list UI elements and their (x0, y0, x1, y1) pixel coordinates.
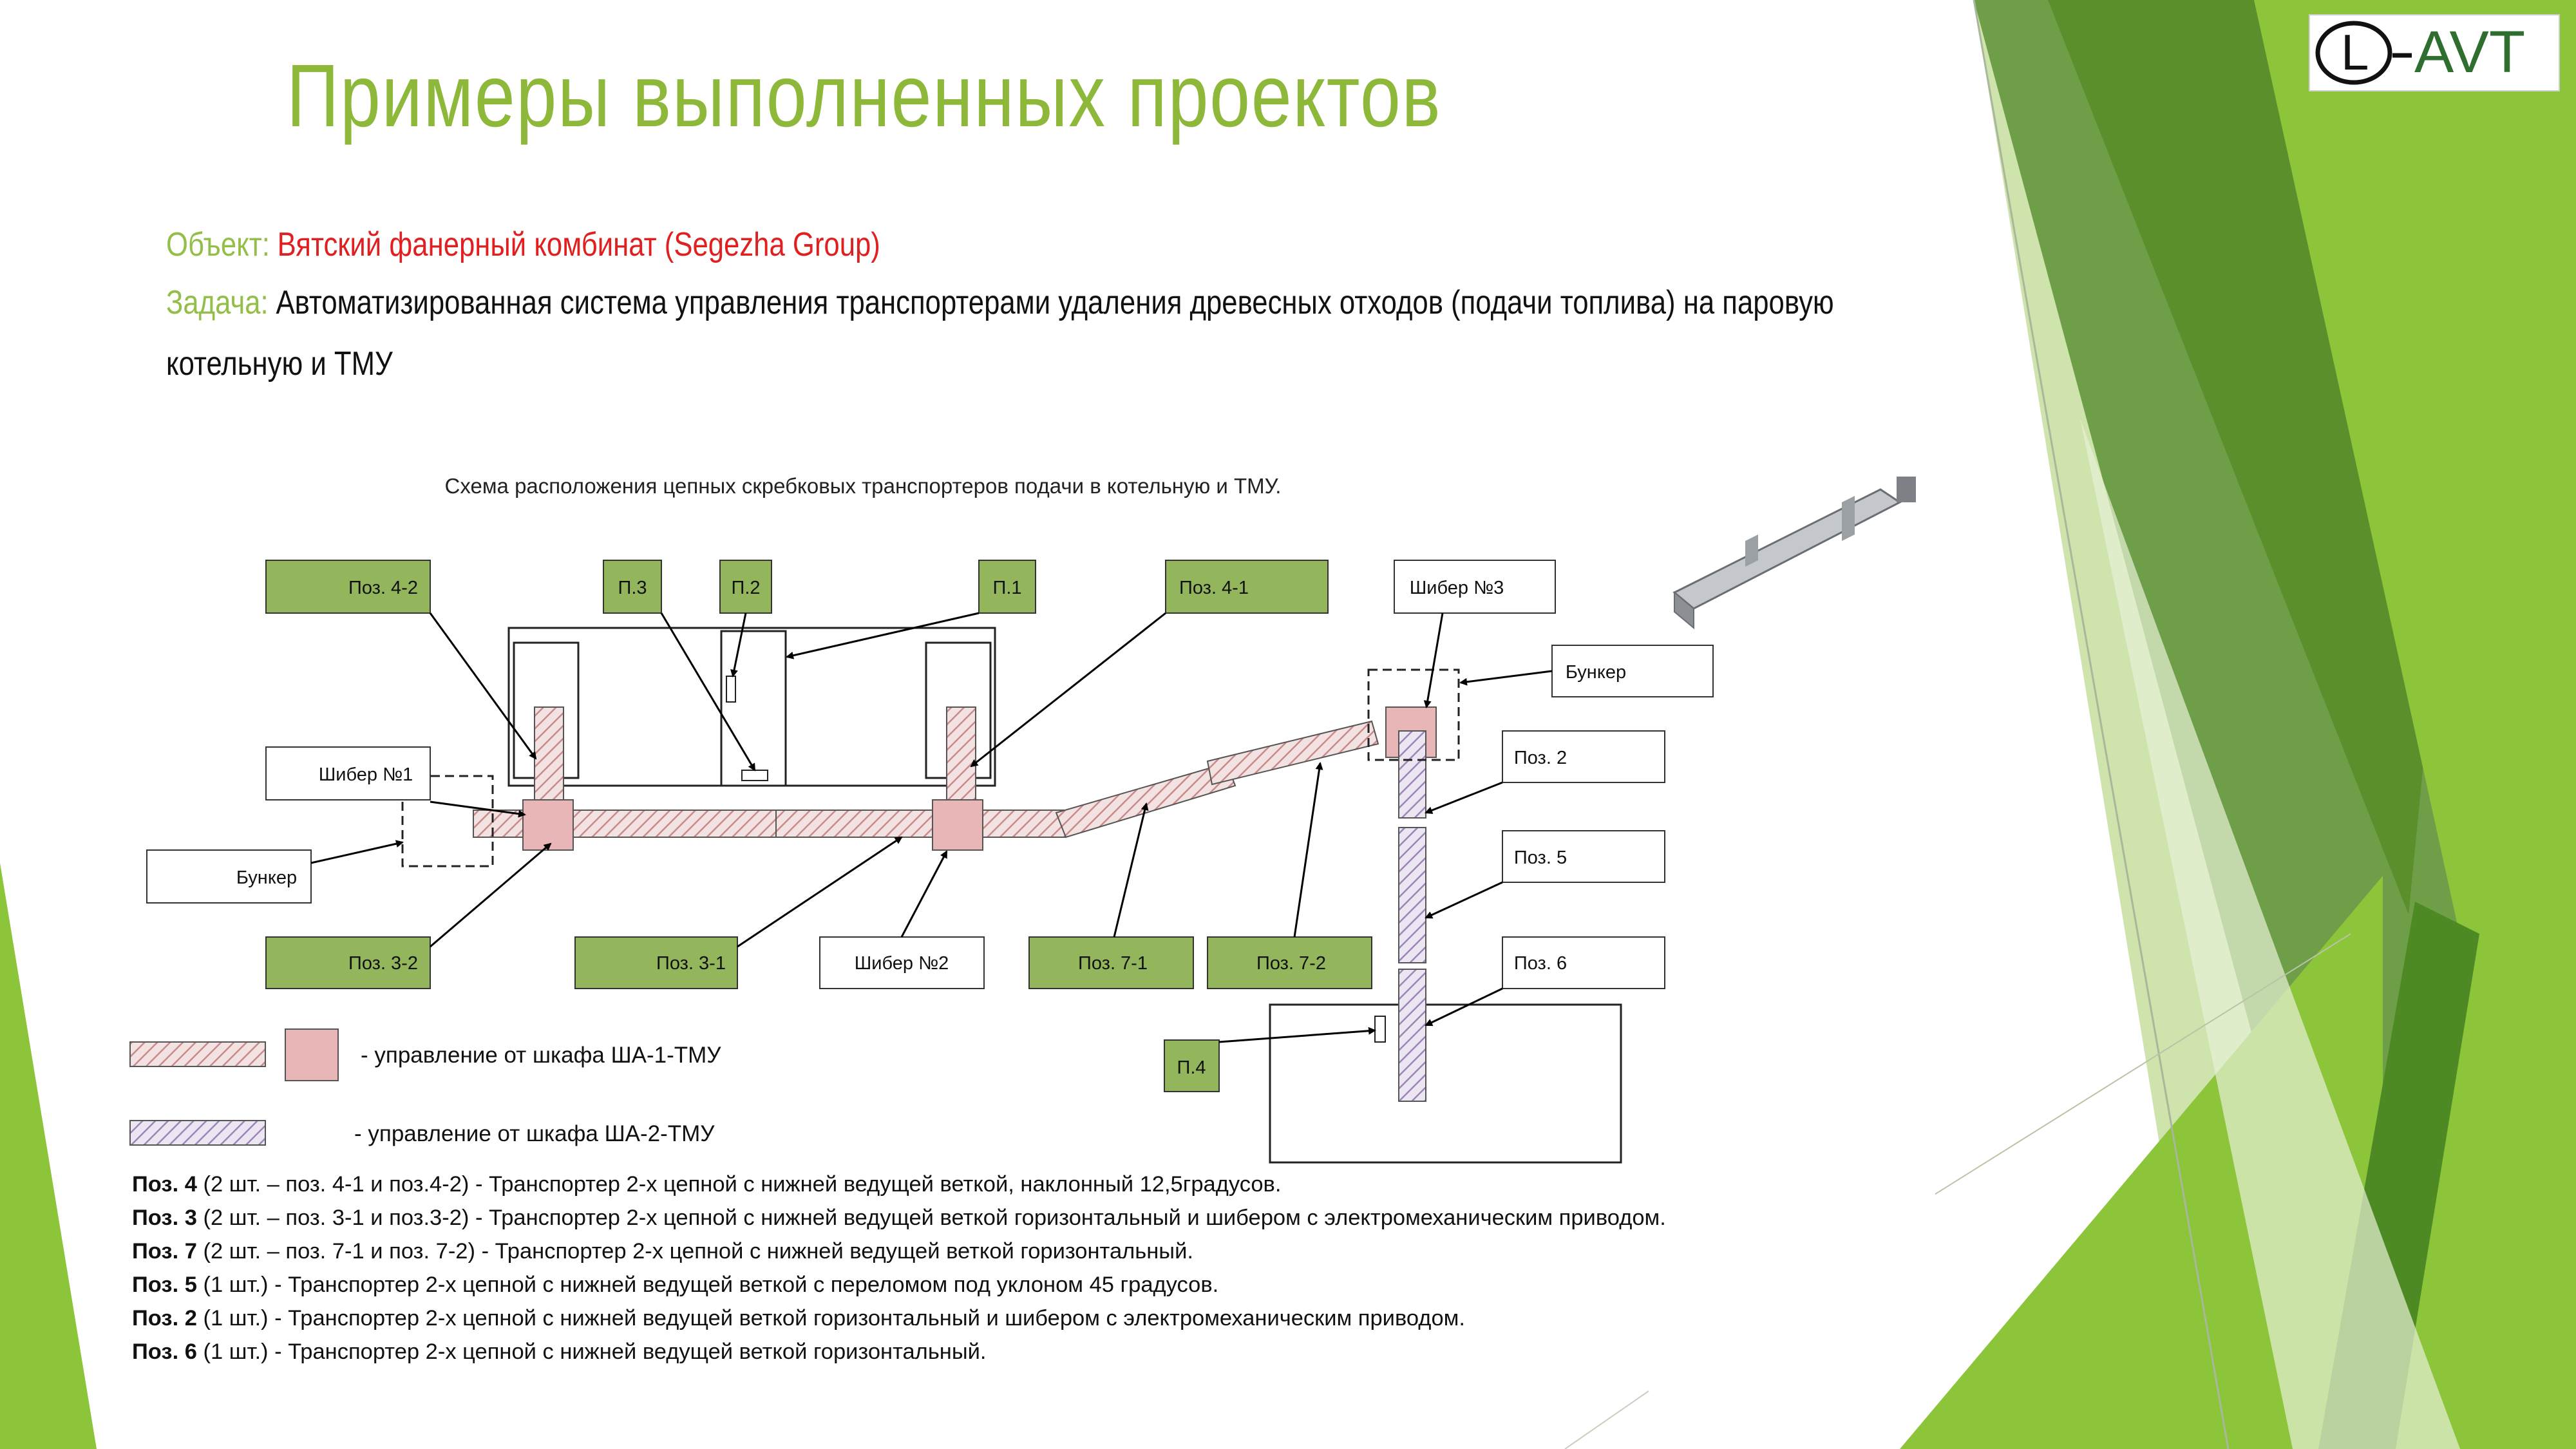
deco-left-wedge (0, 863, 97, 1449)
label-pos3-2: Поз. 3-2 (265, 936, 431, 989)
legend-text-sha2: - управление от шкафа ША-2-ТМУ (354, 1121, 715, 1146)
label-pos3-1: Поз. 3-1 (574, 936, 738, 989)
label-pos2: Поз. 2 (1502, 730, 1665, 783)
diagram-title: Схема расположения цепных скребковых тра… (445, 474, 1282, 498)
deco-lime-band (2254, 0, 2576, 1449)
legend-swatch-sha1 (129, 1041, 266, 1067)
label-pos5: Поз. 5 (1502, 830, 1665, 883)
deco-line (1564, 1390, 1649, 1449)
conveyor-pos7-2 (1206, 720, 1379, 786)
legend-swatch-sha2 (129, 1120, 266, 1146)
deco-pale-wedge (2080, 419, 2460, 1449)
task-line-2: котельную и ТМУ (166, 345, 393, 383)
svg-text:П.3: П.3 (618, 578, 647, 598)
conveyor-illustration (1672, 477, 1916, 630)
svg-text:П.2: П.2 (731, 578, 760, 598)
label-p3: П.3 (603, 560, 662, 614)
deco-line (1867, 933, 2351, 1237)
svg-text:Шибер №1: Шибер №1 (319, 764, 413, 785)
svg-text:Бункер: Бункер (236, 867, 297, 888)
task-line: Задача:Автоматизированная система управл… (166, 283, 1834, 322)
svg-text:Поз. 6: Поз. 6 (1514, 953, 1567, 974)
note-line: Поз. 5 (1 шт.) - Транспортер 2-х цепной … (132, 1273, 1218, 1297)
tmu-outline (1269, 1003, 1622, 1164)
company-logo: L AVT (2309, 14, 2560, 91)
conveyor-pos7-1 (1055, 762, 1236, 838)
note-line: Поз. 4 (2 шт. – поз. 4-1 и поз.4-2) - Тр… (132, 1172, 1281, 1197)
label-shiber3: Шибер №3 (1394, 560, 1556, 614)
leader-arrows (310, 612, 1553, 1043)
svg-text:Шибер №3: Шибер №3 (1410, 578, 1504, 598)
svg-text:Поз. 5: Поз. 5 (1514, 848, 1567, 868)
conveyor-pos2 (1398, 730, 1426, 819)
svg-text:Поз. 3-2: Поз. 3-2 (348, 953, 418, 974)
svg-text:Поз. 3-1: Поз. 3-1 (656, 953, 726, 974)
shutter3-area (1367, 668, 1460, 761)
control-block-2 (932, 799, 983, 851)
object-label: Объект: (166, 226, 270, 263)
label-pos7-2: Поз. 7-2 (1207, 936, 1372, 989)
object-line: Объект:Вятский фанерный комбинат (Segezh… (166, 225, 880, 264)
svg-text:Поз. 4-1: Поз. 4-1 (1179, 578, 1249, 598)
legend-text-sha1: - управление от шкафа ША-1-ТМУ (361, 1043, 721, 1068)
logo-letter: L (2341, 24, 2369, 80)
note-line: Поз. 3 (2 шт. – поз. 3-1 и поз.3-2) - Тр… (132, 1206, 1666, 1230)
svg-text:Шибер №2: Шибер №2 (855, 953, 949, 974)
note-line: Поз. 2 (1 шт.) - Транспортер 2-х цепной … (132, 1306, 1465, 1331)
task-value-line1: Автоматизированная система управления тр… (276, 284, 1834, 321)
note-line: Поз. 7 (2 шт. – поз. 7-1 и поз. 7-2) - Т… (132, 1239, 1193, 1264)
label-p1: П.1 (978, 560, 1036, 614)
conveyor-pos4-2 (534, 706, 564, 804)
label-shiber2: Шибер №2 (819, 936, 985, 989)
note-line: Поз. 6 (1 шт.) - Транспортер 2-х цепной … (132, 1340, 987, 1364)
label-p2: П.2 (719, 560, 772, 614)
legend-block-sha1 (285, 1028, 339, 1081)
shutter1-area (401, 775, 494, 867)
logo-text: AVT (2414, 19, 2525, 85)
task-label: Задача: (166, 284, 269, 321)
task-value-line2: котельную и ТМУ (166, 345, 393, 383)
label-pos4-1: Поз. 4-1 (1165, 560, 1329, 614)
sensor-p2 (726, 676, 736, 703)
page-title: Примеры выполненных проектов (287, 46, 1442, 146)
svg-text:Поз. 2: Поз. 2 (1514, 748, 1567, 768)
conveyor-pos5 (1398, 827, 1426, 963)
svg-text:П.1: П.1 (992, 578, 1021, 598)
label-shiber1: Шибер №1 (265, 746, 431, 800)
svg-text:Поз. 4-2: Поз. 4-2 (348, 578, 418, 598)
label-bunker-left: Бункер (146, 849, 312, 904)
room-outline (720, 630, 787, 787)
svg-text:Поз. 7-1: Поз. 7-1 (1078, 953, 1148, 974)
object-value: Вятский фанерный комбинат (Segezha Group… (277, 226, 880, 263)
label-bunker-right: Бункер (1551, 645, 1714, 697)
svg-text:Поз. 7-2: Поз. 7-2 (1256, 953, 1326, 974)
sensor-p3 (741, 770, 768, 781)
conveyor-pos4-1 (946, 706, 976, 804)
svg-text:Бункер: Бункер (1566, 662, 1626, 683)
sensor-p4 (1374, 1016, 1386, 1043)
svg-text:П.4: П.4 (1177, 1057, 1206, 1078)
conveyor-pos6 (1398, 969, 1426, 1102)
deco-line (1973, 0, 2230, 1449)
control-block-1 (522, 799, 574, 851)
label-pos7-1: Поз. 7-1 (1028, 936, 1194, 989)
label-pos4-2: Поз. 4-2 (265, 560, 431, 614)
label-p4: П.4 (1164, 1039, 1220, 1092)
label-pos6: Поз. 6 (1502, 936, 1665, 989)
notes-list: Поз. 4 (2 шт. – поз. 4-1 и поз.4-2) - Тр… (132, 1172, 1666, 1364)
